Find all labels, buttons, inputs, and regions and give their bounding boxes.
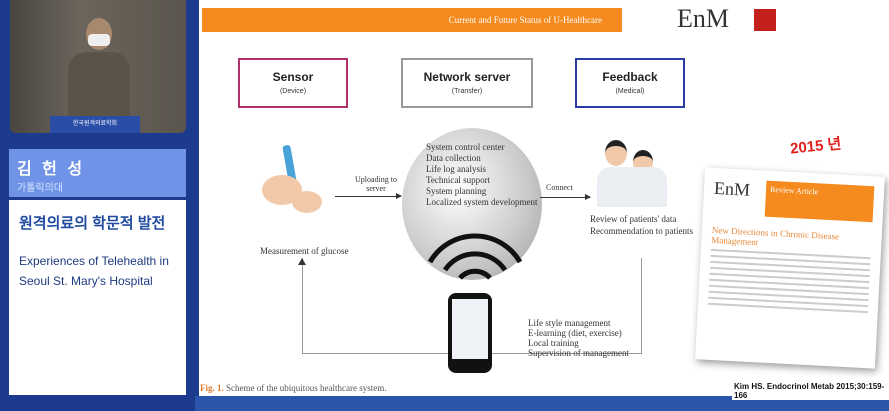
figure-label: Fig. 1. xyxy=(200,383,224,393)
speaker-namebox: 김 헌 성 가톨릭의대 xyxy=(9,149,186,197)
smartphone-icon xyxy=(448,293,492,373)
bottom-bar xyxy=(195,396,889,411)
upload-label: Uploading to server xyxy=(355,175,397,193)
mobile-item: Local training xyxy=(528,338,579,348)
figure-caption-text: Scheme of the ubiquitous healthcare syst… xyxy=(226,383,387,393)
talk-title-en: Experiences of Telehealth in Seoul St. M… xyxy=(19,254,169,288)
network-box: Network server (Transfer) xyxy=(401,58,533,108)
red-square xyxy=(754,9,776,31)
figure-caption: Fig. 1. Scheme of the ubiquitous healthc… xyxy=(200,383,386,393)
wifi-icon xyxy=(427,233,523,280)
feedback-item: Recommendation to patients xyxy=(590,226,693,236)
speaker-video: 한국원격의료학회 xyxy=(10,0,186,133)
citation: Kim HS. Endocrinol Metab 2015;30:159-166 xyxy=(732,382,889,400)
sensor-box: Sensor (Device) xyxy=(238,58,348,108)
glucose-meter-illustration xyxy=(262,144,322,215)
box-title: Network server xyxy=(423,70,511,84)
box-sub: (Device) xyxy=(279,88,307,95)
feedback-items: Review of patients' data Recommendation … xyxy=(590,213,693,237)
server-item: Localized system development xyxy=(426,197,538,207)
enm-logo: EnM xyxy=(677,4,729,33)
server-item: System planning xyxy=(426,186,487,196)
box-sub: (Transfer) xyxy=(451,88,483,95)
paper-thumbnail: EnM Review Article New Directions in Chr… xyxy=(695,167,885,369)
server-item: System control center xyxy=(426,142,505,152)
server-item: Technical support xyxy=(426,175,491,185)
mobile-item: Supervision of management xyxy=(528,348,629,358)
connect-label: Connect xyxy=(546,183,573,192)
server-item: Life log analysis xyxy=(426,164,486,174)
mobile-item: Life style management xyxy=(528,318,611,328)
speaker-affiliation: 가톨릭의대 xyxy=(17,183,63,194)
box-sub: (Medical) xyxy=(615,88,645,95)
box-title: Feedback xyxy=(602,70,658,84)
speaker-name: 김 헌 성 xyxy=(17,161,86,178)
mobile-items: Life style management E-learning (diet, … xyxy=(528,318,629,358)
box-title: Sensor xyxy=(272,70,314,84)
talk-title-ko: 원격의료의 학문적 발전 xyxy=(19,215,166,232)
loop-arrowhead xyxy=(298,258,306,265)
feedback-box: Feedback (Medical) xyxy=(575,58,685,108)
paper-type: Review Article xyxy=(764,180,875,223)
upload-arrow xyxy=(335,193,402,199)
podium-label: 한국원격의료학회 xyxy=(50,116,140,133)
paper-title: New Directions in Chronic Disease Manage… xyxy=(711,224,840,248)
talk-titlebox: 원격의료의 학문적 발전 Experiences of Telehealth i… xyxy=(9,200,186,395)
mobile-item: E-learning (diet, exercise) xyxy=(528,328,622,338)
speaker-panel: 한국원격의료학회 김 헌 성 가톨릭의대 원격의료의 학문적 발전 Experi… xyxy=(0,0,195,411)
server-items: System control center Data collection Li… xyxy=(426,142,537,208)
doctors-illustration xyxy=(595,135,670,210)
feedback-item: Review of patients' data xyxy=(590,214,677,224)
slide-header: Current and Future Status of U-Healthcar… xyxy=(202,8,622,32)
sensor-caption: Measurement of glucose xyxy=(260,246,349,256)
connect-arrow xyxy=(540,194,591,200)
server-item: Data collection xyxy=(426,153,481,163)
